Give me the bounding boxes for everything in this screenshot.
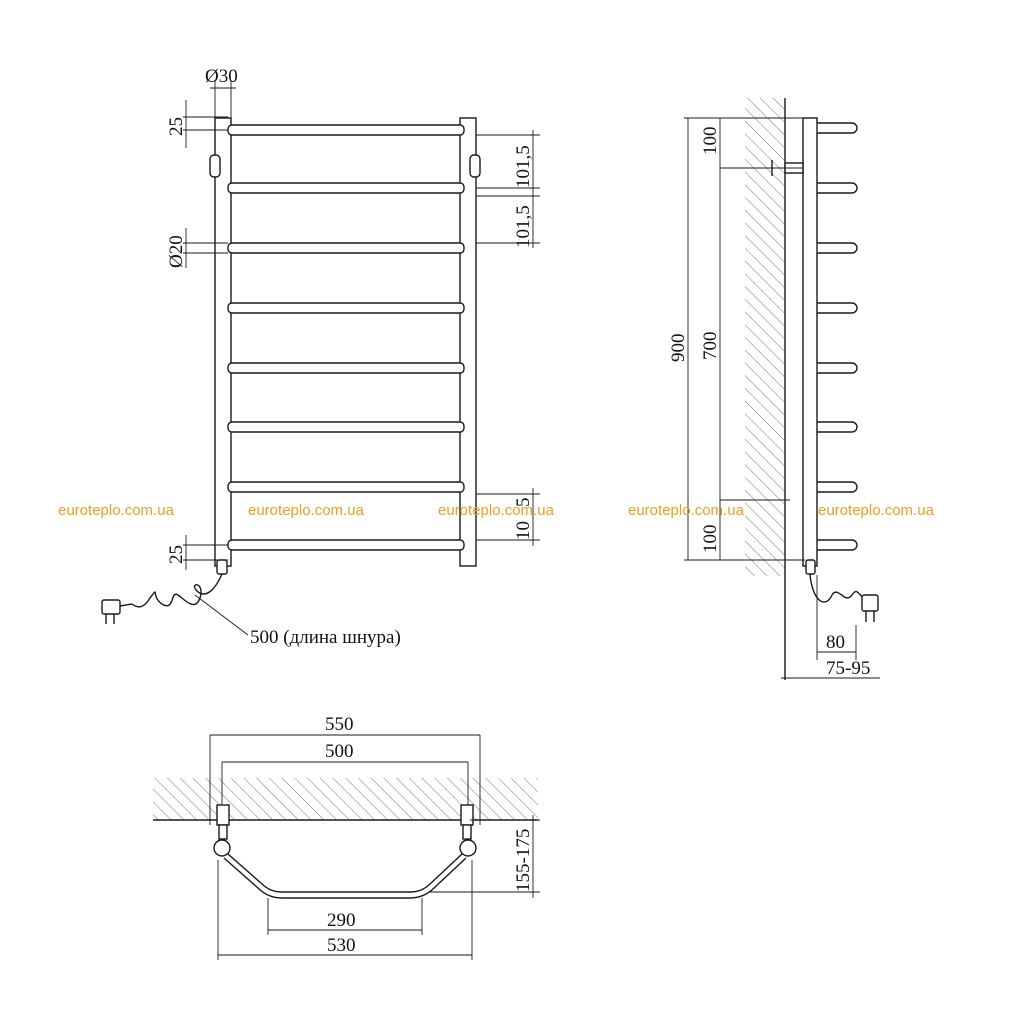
watermark: euroteplo.com.ua [628, 502, 745, 519]
dim-bottom-mount: 100 [700, 525, 721, 554]
dim-spacing-2: 101,5 [513, 205, 534, 248]
watermark: euroteplo.com.ua [438, 502, 555, 519]
crossbar [227, 421, 465, 433]
crossbar [227, 182, 465, 194]
power-cord [101, 559, 228, 624]
dim-right-bottom-1: 5 [513, 498, 534, 508]
crossbar [227, 242, 465, 254]
side-upright [802, 117, 818, 567]
right-upright [459, 117, 477, 567]
dim-wall-gap: 75-95 [826, 658, 870, 679]
dim-mount-spacing: 700 [700, 332, 721, 361]
dim-bottom-offset: 25 [166, 545, 187, 564]
side-bars [817, 122, 858, 551]
top-view: 550 500 290 530 155-175 [153, 714, 540, 960]
right-mount [469, 154, 481, 178]
crossbar [227, 539, 465, 551]
dim-spacing-1: 101,5 [513, 145, 534, 188]
watermark: euroteplo.com.ua [248, 502, 365, 519]
dim-top-offset: 25 [166, 117, 187, 136]
dim-depth-range: 155-175 [513, 829, 534, 892]
dim-outer-width: 550 [325, 714, 354, 735]
dim-total-height: 900 [668, 334, 689, 363]
side-power-cord [805, 559, 879, 622]
dim-top-pipe: Ø30 [205, 66, 238, 87]
watermark: euroteplo.com.ua [58, 502, 175, 519]
dim-top-mount: 100 [700, 127, 721, 156]
front-view: Ø30 25 Ø20 25 101,5 101,5 5 10 [101, 66, 540, 648]
crossbar [227, 362, 465, 374]
side-view: 900 700 100 100 80 75-95 [668, 98, 880, 680]
watermarks: euroteplo.com.ua euroteplo.com.ua eurote… [58, 502, 935, 519]
dim-mount-width: 500 [325, 741, 354, 762]
dim-bottom-width: 530 [327, 935, 356, 956]
left-mount [209, 154, 221, 178]
dim-depth: 80 [826, 632, 845, 653]
dim-right-bottom-2: 10 [513, 521, 534, 540]
cord-label: 500 (длина шнура) [250, 627, 401, 648]
wall-hatch [745, 98, 785, 576]
watermark: euroteplo.com.ua [818, 502, 935, 519]
crossbar [227, 481, 465, 493]
crossbar [227, 124, 465, 136]
dim-bar-pipe: Ø20 [166, 235, 187, 268]
crossbar [227, 302, 465, 314]
dim-inner-width: 290 [327, 910, 356, 931]
crossbars [227, 124, 465, 551]
top-tube [227, 853, 463, 893]
